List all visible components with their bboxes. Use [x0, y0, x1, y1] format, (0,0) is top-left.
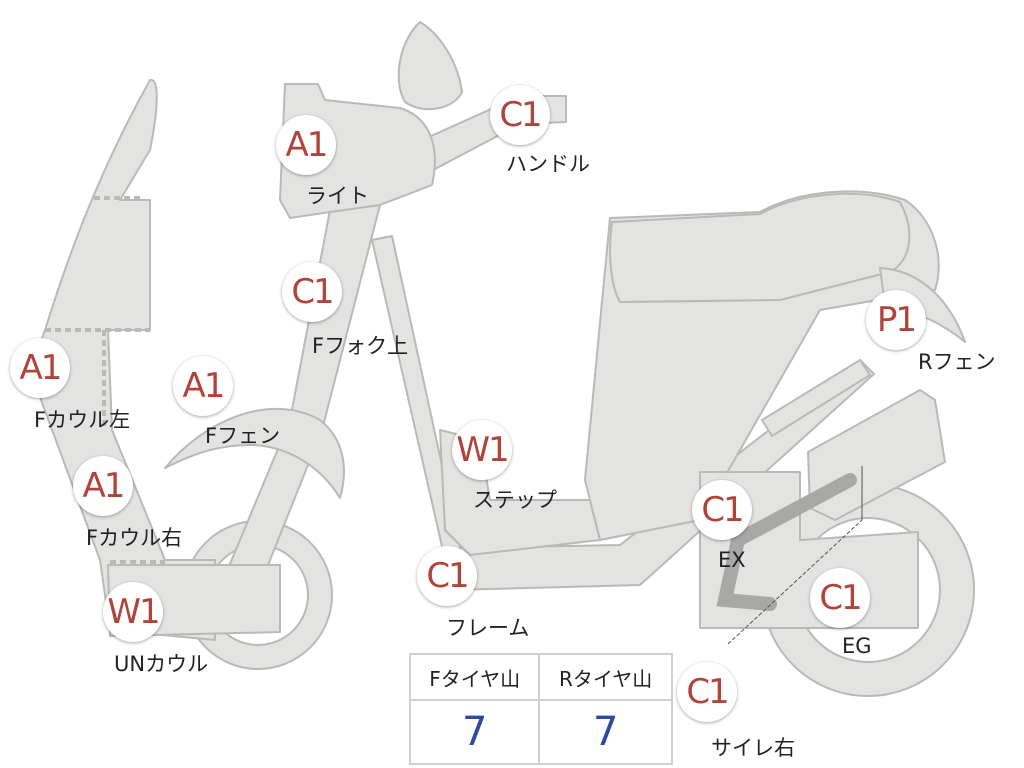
windshield [397, 21, 463, 111]
badge-muffler-right: C1 [677, 662, 737, 722]
label-fork-upper: Fフォク上 [312, 334, 409, 358]
badge-handle: C1 [490, 85, 550, 145]
label-handle: ハンドル [506, 152, 590, 176]
label-engine: EG [842, 634, 872, 658]
label-front-fender: Fフェン [205, 424, 281, 448]
front-tire-tread-header: Fタイヤ山 [408, 653, 541, 701]
badge-frame: C1 [417, 546, 477, 606]
label-light: ライト [306, 184, 369, 208]
label-step: ステップ [473, 488, 557, 512]
rear-tire-tread-header: Rタイヤ山 [538, 653, 673, 701]
badge-cowl-right: A1 [73, 456, 133, 516]
label-exhaust: EX [718, 548, 746, 572]
rear-tire-tread-value: 7 [538, 699, 673, 765]
badge-step: W1 [452, 420, 512, 480]
seat [609, 192, 911, 303]
exhaust-pipe [716, 473, 857, 611]
label-rear-fender: Rフェン [918, 350, 996, 374]
label-under-cowl: UNカウル [114, 652, 209, 676]
badge-rear-fender: P1 [866, 290, 926, 350]
front-tire-tread-value: 7 [408, 699, 541, 765]
badge-fork-upper: C1 [282, 262, 342, 322]
label-muffler-right: サイレ右 [711, 736, 795, 760]
badge-cowl-left: A1 [10, 338, 70, 398]
front-fender-shape [164, 407, 345, 499]
label-cowl-right: Fカウル右 [86, 526, 183, 550]
badge-engine: C1 [810, 568, 870, 628]
grab-rail [761, 359, 871, 437]
label-frame: フレーム [446, 616, 530, 640]
badge-under-cowl: W1 [103, 582, 163, 642]
badge-light: A1 [276, 115, 336, 175]
label-cowl-left: Fカウル左 [34, 408, 131, 432]
tire-tread-table: Fタイヤ山 Rタイヤ山 7 7 [408, 653, 673, 765]
badge-exhaust: C1 [692, 480, 752, 540]
badge-front-fender: A1 [173, 356, 233, 416]
